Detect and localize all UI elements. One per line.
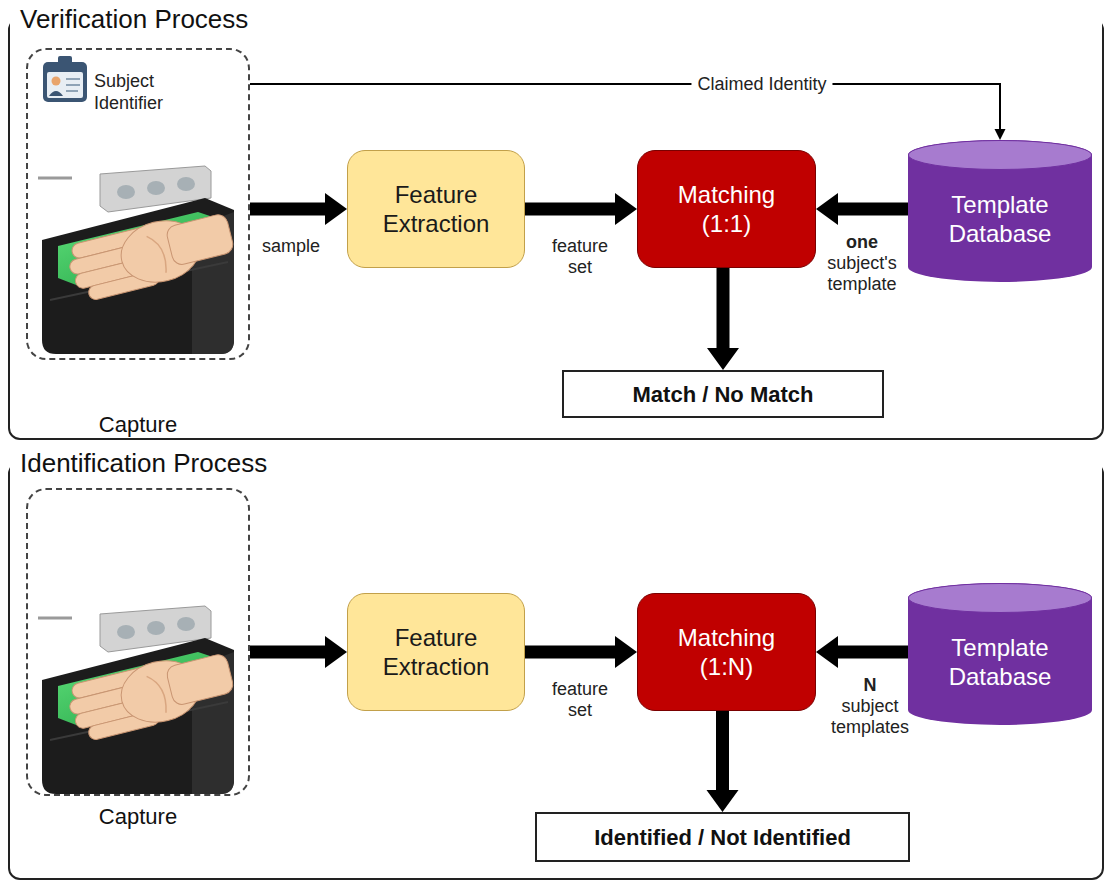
block-arrow (707, 268, 739, 370)
block-arrow (525, 193, 637, 225)
text-line: sample (262, 236, 320, 257)
text-line: Database (949, 662, 1052, 691)
cylinder-top (909, 141, 1092, 170)
cylinder-body (908, 140, 1092, 282)
text-line: templates (831, 717, 909, 738)
arrow-shape (250, 636, 347, 668)
text-line: Extraction (383, 209, 490, 238)
text-line: Matching (678, 623, 775, 652)
arrow-shape (250, 193, 347, 225)
text-line: set (552, 257, 608, 278)
text-line: Feature (383, 623, 490, 652)
cylinder-body (908, 583, 1092, 725)
capture-box: Subject IdentifierCapture (26, 48, 250, 360)
node-text: Template Database (949, 190, 1052, 248)
text-line: subject (831, 696, 909, 717)
block-arrow (250, 193, 347, 225)
edge-label: one subject's template (827, 232, 896, 295)
text-line: subject's (827, 253, 896, 274)
database-cylinder: Template Database (908, 583, 1092, 725)
node-text: Matching (1:1) (678, 180, 775, 238)
process-box: Matching (1:1) (637, 150, 816, 268)
node-text: Feature Extraction (383, 623, 490, 681)
node-text: Template Database (949, 633, 1052, 691)
arrow-shape (816, 193, 908, 225)
text-line: feature (552, 679, 608, 700)
fingerprint-scanner (38, 166, 238, 354)
text-line: Template (949, 190, 1052, 219)
text-line: Feature (383, 180, 490, 209)
block-arrow (250, 636, 347, 668)
card-frame (43, 62, 87, 102)
process-box: Feature Extraction (347, 150, 525, 268)
node-text: Capture (28, 804, 248, 830)
text-line: one (827, 232, 896, 253)
node-text: Feature Extraction (383, 180, 490, 238)
text-line: Template (949, 633, 1052, 662)
connector-line (250, 84, 1000, 131)
process-panel: Identification ProcessCaptureFeature Ext… (8, 462, 1104, 880)
text-line: Extraction (383, 652, 490, 681)
card-face (47, 72, 83, 98)
process-panel: Verification ProcessSubject IdentifierCa… (8, 18, 1104, 440)
text-line: (1:1) (678, 209, 775, 238)
text-line: N (831, 675, 909, 696)
block-arrow (816, 636, 908, 668)
card-person-head (52, 77, 61, 86)
text-line: Identifier (94, 92, 314, 114)
text-line: Database (949, 219, 1052, 248)
edge-label: Claimed Identity (691, 72, 832, 96)
process-box: Matching (1:N) (637, 593, 816, 711)
arrow-shape (525, 636, 637, 668)
text-line: Matching (678, 180, 775, 209)
node-text: Verification Process (10, 3, 1102, 35)
node-text: Matching (1:N) (678, 623, 775, 681)
block-arrow (816, 193, 908, 225)
edge-label: feature set (552, 236, 608, 278)
card-lines (66, 79, 80, 91)
fingerprint-scanner (38, 606, 238, 794)
result-box: Match / No Match (562, 370, 884, 418)
capture-box: Capture (26, 488, 250, 796)
text-line: Subject (94, 70, 314, 92)
text-line: (1:N) (678, 652, 775, 681)
arrow-shape (816, 636, 908, 668)
arrow-head (995, 129, 1006, 140)
node-text: Identified / Not Identified (594, 823, 851, 852)
claim-connector (250, 84, 1006, 140)
node-text: Match / No Match (633, 380, 814, 409)
edge-label: sample (262, 236, 320, 257)
node-text: Capture (28, 412, 248, 438)
database-cylinder: Template Database (908, 140, 1092, 282)
result-box: Identified / Not Identified (535, 812, 910, 862)
block-arrow (707, 711, 739, 812)
arrow-shape (525, 193, 637, 225)
cylinder-top (909, 584, 1092, 613)
text-line: set (552, 700, 608, 721)
process-box: Feature Extraction (347, 593, 525, 711)
arrow-shape (707, 711, 739, 812)
node-text: Subject Identifier (94, 70, 314, 114)
card-person-body (49, 91, 63, 96)
edge-label: N subject templates (831, 675, 909, 738)
text-line: template (827, 274, 896, 295)
id-card-icon (43, 56, 87, 102)
node-text: Identification Process (10, 447, 1102, 479)
arrow-shape (707, 268, 739, 370)
edge-label: feature set (552, 679, 608, 721)
block-arrow (525, 636, 637, 668)
text-line: feature (552, 236, 608, 257)
